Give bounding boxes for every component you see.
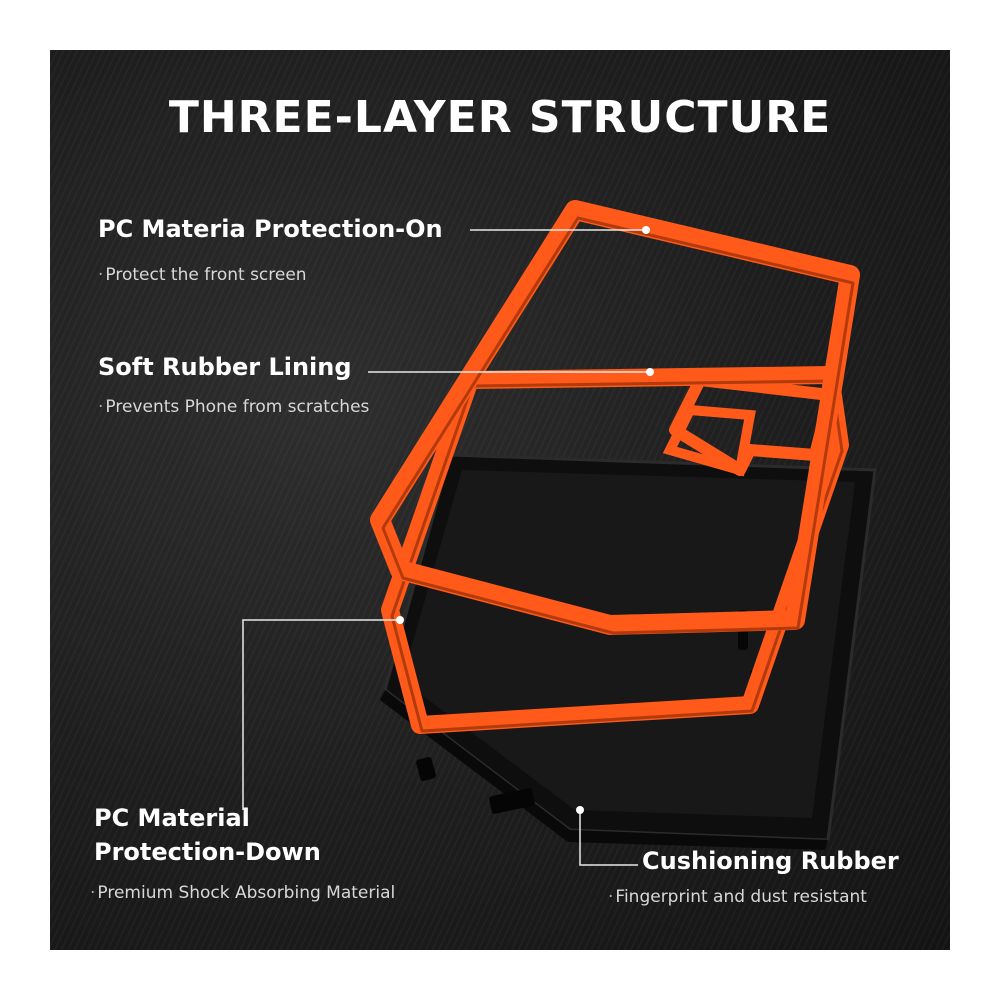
page-title: THREE-LAYER STRUCTURE — [168, 92, 832, 143]
layer-label-rubber-lining: Soft Rubber Lining — [98, 353, 352, 381]
phone-case-layers-illustration — [242, 200, 877, 866]
leader-dot-pc-top — [642, 226, 650, 234]
layer-label-pc-bottom-line2: Protection-Down — [94, 838, 321, 866]
layer-label-pc-top: PC Materia Protection-On — [98, 215, 443, 243]
leader-lines — [242, 226, 654, 866]
leader-dot-rubber-lining — [646, 368, 654, 376]
bullet-icon: · — [98, 397, 104, 417]
layer-desc-pc-bottom: ·Premium Shock Absorbing Material — [90, 883, 396, 903]
bullet-icon: · — [90, 883, 96, 903]
leader-dot-cushioning — [576, 806, 584, 814]
layer-desc-cushioning: ·Fingerprint and dust resistant — [608, 887, 867, 907]
layer-label-cushioning: Cushioning Rubber — [642, 847, 899, 875]
leader-dot-pc-bottom — [396, 616, 404, 624]
product-infographic: THREE-LAYER STRUCTURE PC Materia Protect… — [50, 50, 950, 950]
bullet-icon: · — [98, 265, 104, 285]
orange-top-frame — [370, 200, 860, 635]
black-case-back — [380, 453, 877, 850]
bullet-icon: · — [608, 887, 614, 907]
leader-line-pc-bottom — [242, 619, 400, 810]
leader-line-cushioning — [579, 810, 638, 866]
layer-desc-rubber-lining: ·Prevents Phone from scratches — [98, 397, 370, 417]
layer-desc-pc-top: ·Protect the front screen — [98, 265, 307, 285]
layer-label-pc-bottom-line1: PC Material — [94, 804, 250, 832]
